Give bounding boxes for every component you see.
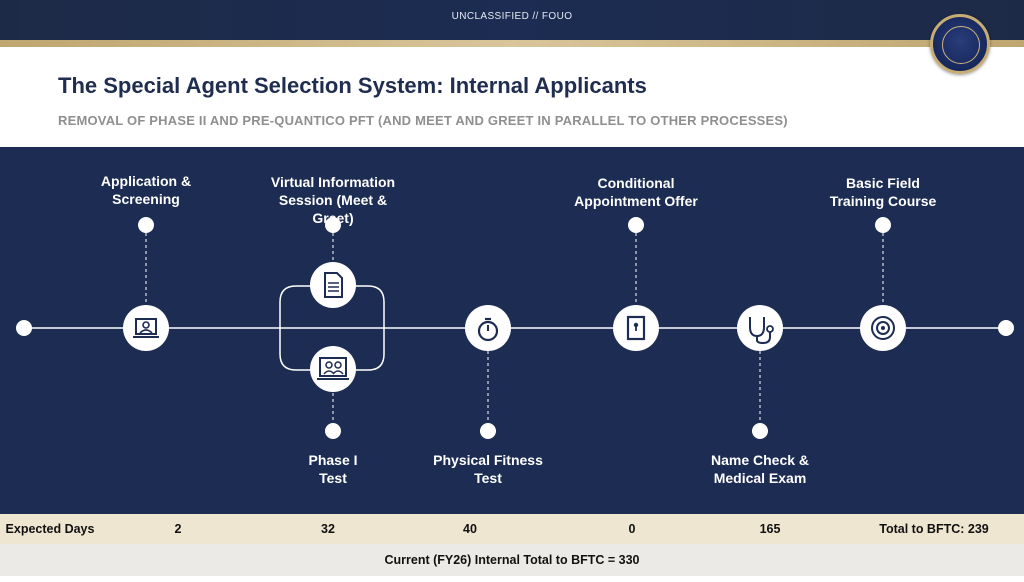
expected-days-label: Expected Days [5, 522, 95, 536]
monitor-user-icon [123, 305, 169, 351]
days-conditional: 0 [628, 522, 636, 536]
step-dot-pft [480, 423, 496, 439]
gold-divider [0, 40, 1024, 47]
days-pft: 40 [463, 522, 477, 536]
step-label-conditional: Conditional Appointment Offer [574, 175, 698, 209]
days-virtual-phase1: 32 [321, 522, 335, 536]
step-dot-namecheck [752, 423, 768, 439]
step-dot-virtual-session [325, 217, 341, 233]
classification-bar: UNCLASSIFIED // FOUO [0, 0, 1024, 40]
step-dot-bftc [875, 217, 891, 233]
step-label-virtual-session: Virtual Information Session (Meet & Gree… [270, 174, 396, 226]
target-icon [860, 305, 906, 351]
days-total: Total to BFTC: 239 [879, 522, 989, 536]
stopwatch-icon [465, 305, 511, 351]
parallel-branch-line [279, 285, 385, 371]
slide-title: The Special Agent Selection System: Inte… [58, 73, 647, 98]
step-dot-application [138, 217, 154, 233]
timeline-start-dot [16, 320, 32, 336]
step-label-phase1: Phase I Test [308, 452, 358, 486]
days-namecheck: 165 [759, 522, 781, 536]
step-label-bftc: Basic Field Training Course [829, 175, 937, 209]
step-dot-phase1 [325, 423, 341, 439]
timeline-end-dot [998, 320, 1014, 336]
agency-seal-icon [930, 14, 990, 74]
door-icon [613, 305, 659, 351]
stethoscope-icon [737, 305, 783, 351]
expected-days-row: Expected Days 2 32 40 0 165 Total to BFT… [0, 514, 1024, 544]
step-label-application: Application & Screening [100, 173, 192, 207]
classification-label: UNCLASSIFIED // FOUO [451, 11, 573, 22]
process-timeline-panel: Application & Screening Virtual Informat… [0, 147, 1024, 514]
current-total-row: Current (FY26) Internal Total to BFTC = … [0, 544, 1024, 576]
people-screen-icon [310, 346, 356, 392]
timeline-graphic [16, 217, 1014, 439]
slide-subtitle: REMOVAL OF PHASE II AND PRE-QUANTICO PFT… [58, 113, 788, 128]
step-label-pft: Physical Fitness Test [433, 452, 543, 486]
step-label-namecheck: Name Check & Medical Exam [710, 452, 810, 486]
step-dot-conditional [628, 217, 644, 233]
document-icon [310, 262, 356, 308]
days-application: 2 [174, 522, 182, 536]
